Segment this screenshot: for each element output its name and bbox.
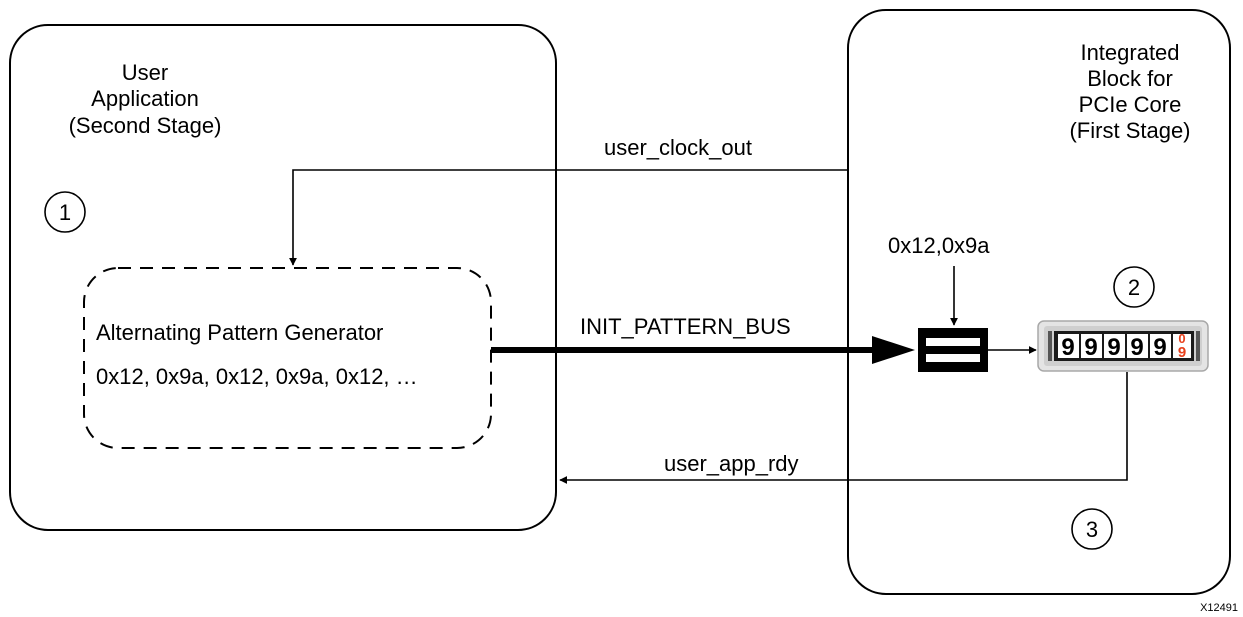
user-app-title-line-2: Application: [91, 86, 199, 111]
user-clock-out-line: [289, 169, 848, 266]
counter-digit-5: 9: [1153, 334, 1166, 361]
init-pattern-bus-arrowhead: [872, 336, 915, 364]
counter-rolling-digit-bottom: 9: [1178, 344, 1186, 361]
counter-digit-3: 9: [1107, 334, 1120, 361]
user-clock-out-label: user_clock_out: [604, 135, 752, 160]
pattern-sequence: 0x12, 0x9a, 0x12, 0x9a, 0x12, …: [96, 364, 418, 389]
step-3-circle: [1071, 508, 1113, 550]
counter-rolling-digit-top: 0: [1178, 331, 1185, 346]
pattern-register: [918, 328, 988, 372]
figure-id: X12491: [1200, 602, 1238, 614]
step-2-label: 2: [1128, 275, 1140, 300]
step-1-circle: [44, 191, 86, 233]
user-app-title-line-3: (Second Stage): [69, 113, 222, 138]
user-app-title-line-1: User: [122, 60, 168, 85]
register-slot-bottom: [926, 354, 980, 362]
step-2-circle: [1113, 266, 1155, 308]
counter-digit-4: 9: [1130, 334, 1143, 361]
register-input-label: 0x12,0x9a: [888, 233, 990, 258]
user-app-rdy-line: [559, 372, 1128, 484]
user-app-rdy-label: user_app_rdy: [664, 451, 799, 476]
counter-digit-1: 9: [1061, 334, 1074, 361]
step-1-label: 1: [59, 200, 71, 225]
pattern-generator-box: [83, 267, 492, 449]
step-3-label: 3: [1086, 517, 1098, 542]
pcie-core-block: [847, 9, 1231, 595]
pattern-generator-title: Alternating Pattern Generator: [96, 320, 383, 345]
register-slot-top: [926, 338, 980, 346]
init-pattern-bus-label: INIT_PATTERN_BUS: [580, 314, 791, 339]
pcie-title-line-4: (First Stage): [1069, 118, 1190, 143]
pcie-title-line-1: Integrated: [1080, 40, 1179, 65]
pcie-title-line-2: Block for: [1087, 66, 1173, 91]
user-application-block: [9, 24, 557, 531]
counter-digit-2: 9: [1084, 334, 1097, 361]
pcie-title-line-3: PCIe Core: [1079, 92, 1182, 117]
